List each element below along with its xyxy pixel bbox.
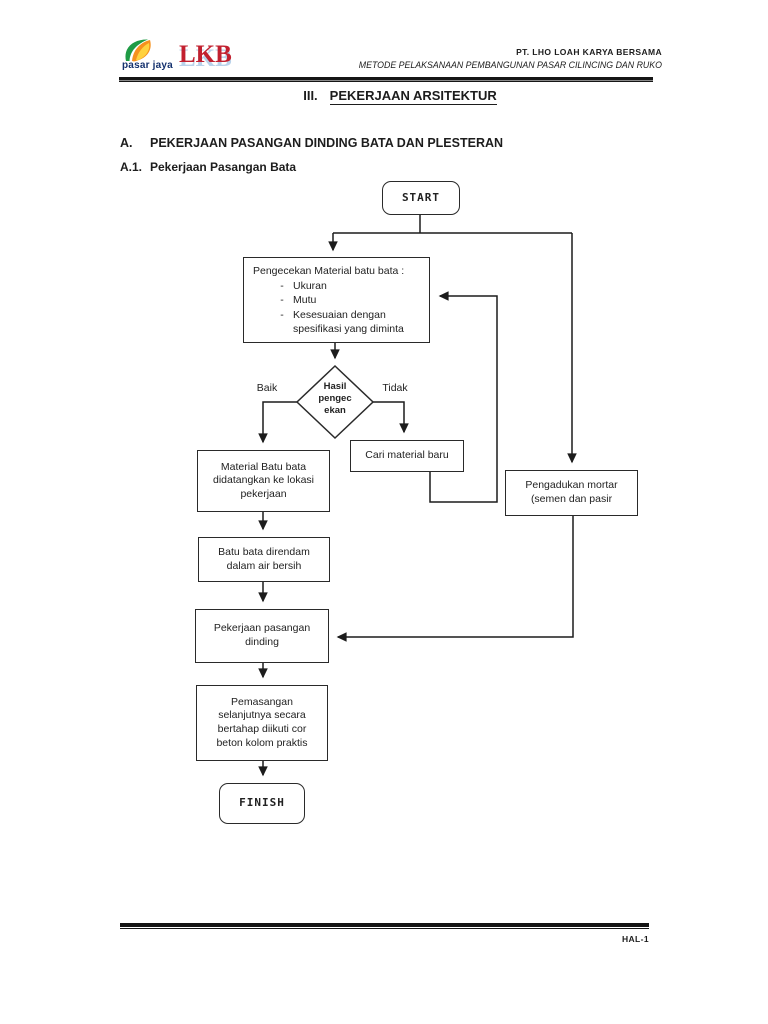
flow-node-cari-material: Cari material baru <box>350 440 464 472</box>
flow-node-pemasangan-selanjutnya: Pemasangan selanjutnya secara bertahap d… <box>196 685 328 761</box>
connector-mortar-to-pasangan <box>336 516 574 642</box>
connector-baik-branch <box>258 401 297 444</box>
pasar-jaya-logo: pasar jaya <box>122 38 178 74</box>
check-item-label: Mutu <box>293 294 317 307</box>
flow-node-start: START <box>382 181 460 215</box>
header-company-block: PT. LHO LOAH KARYA BERSAMA METODE PELAKS… <box>359 47 662 70</box>
decision-label-line: pengec <box>318 392 352 404</box>
check-item-label: Kesesuaian dengan spesifikasi yang dimin… <box>293 308 404 335</box>
check-title: Pengecekan Material batu bata : <box>253 265 405 277</box>
decision-label-line: ekan <box>324 404 346 416</box>
check-item: - Mutu <box>253 294 423 308</box>
flow-node-pengadukan-mortar: Pengadukan mortar (semen dan pasir <box>505 470 638 516</box>
flow-node-material-didatangkan: Material Batu bata didatangkan ke lokasi… <box>197 450 330 512</box>
check-item: - Ukuran <box>253 280 423 294</box>
flow-node-finish: FINISH <box>219 783 305 824</box>
flow-node-pekerjaan-pasangan: Pekerjaan pasangan dinding <box>195 609 329 663</box>
header-divider <box>119 77 653 82</box>
check-item-label: Ukuran <box>293 279 327 292</box>
section-number: A. <box>120 136 133 150</box>
section-title: PEKERJAAN PASANGAN DINDING BATA DAN PLES… <box>150 136 504 150</box>
document-subtitle: METODE PELAKSANAAN PEMBANGUNAN PASAR CIL… <box>358 60 662 70</box>
chapter-title: PEKERJAAN ARSITEKTUR <box>329 88 497 105</box>
check-item: - Kesesuaian dengan spesifikasi yang dim… <box>253 309 423 336</box>
subsection-number: A.1. <box>120 160 143 174</box>
pasar-jaya-wordmark: pasar jaya <box>122 60 173 71</box>
footer-divider <box>120 923 649 929</box>
connector-tidak-branch <box>372 401 409 434</box>
lkb-logo: LKB <box>179 41 232 68</box>
subsection-title: Pekerjaan Pasangan Bata <box>150 160 297 174</box>
check-bullet: - <box>280 279 284 292</box>
branch-label-tidak: Tidak <box>382 382 408 394</box>
page-number: HAL-1 <box>621 934 649 944</box>
chapter-heading: III. PEKERJAAN ARSITEKTUR <box>120 88 680 105</box>
decision-label: Hasil pengec ekan <box>300 381 370 417</box>
flow-node-check-material: Pengecekan Material batu bata : - Ukuran… <box>243 257 430 343</box>
flow-node-batu-direndam: Batu bata direndam dalam air bersih <box>198 537 330 582</box>
section-heading: A. PEKERJAAN PASANGAN DINDING BATA DAN PL… <box>120 136 503 150</box>
subsection-heading: A.1. Pekerjaan Pasangan Bata <box>120 160 296 174</box>
pasar-jaya-leaf-icon <box>125 39 151 62</box>
chapter-number: III. <box>303 88 318 103</box>
check-bullet: - <box>280 294 284 307</box>
decision-label-line: Hasil <box>323 381 347 392</box>
branch-label-baik: Baik <box>256 382 278 394</box>
company-name: PT. LHO LOAH KARYA BERSAMA <box>516 47 662 57</box>
check-bullet: - <box>280 308 284 321</box>
